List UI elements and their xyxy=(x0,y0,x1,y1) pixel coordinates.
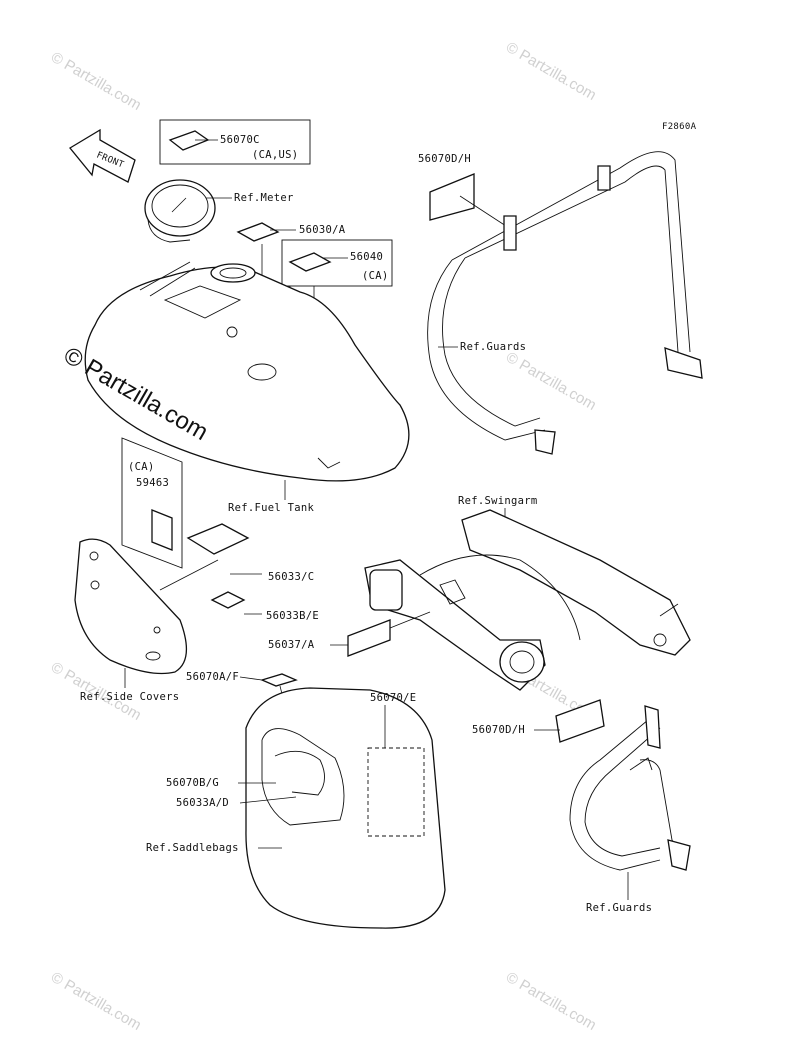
watermark-mid-right: © Partzilla.com xyxy=(503,349,599,414)
label-56033ad: 56033A/D xyxy=(176,797,229,809)
fuel-tank: Ref.Fuel Tank xyxy=(84,261,410,514)
watermark-bottom-right: © Partzilla.com xyxy=(503,969,599,1034)
label-56070dh-top: 56070D/H xyxy=(418,153,471,165)
label-ref-side-covers: Ref.Side Covers xyxy=(80,691,179,703)
label-ref-saddlebags: Ref.Saddlebags xyxy=(146,842,239,854)
label-ca-2: (CA) xyxy=(128,461,155,473)
label-ca-us: (CA,US) xyxy=(252,149,298,161)
label-56033c: 56033/C xyxy=(268,571,314,583)
label-56033be: 56033B/E xyxy=(266,610,319,622)
label-56070dh-bottom: 56070D/H xyxy=(472,724,525,736)
side-cover: Ref.Side Covers xyxy=(74,538,187,703)
label-ref-fuel-tank: Ref.Fuel Tank xyxy=(228,502,314,514)
label-56070af: 56070A/F xyxy=(186,671,239,683)
guard-bottom: 56070D/H Ref.Guards xyxy=(472,699,691,914)
label-ca-1: (CA) xyxy=(362,270,389,282)
saddlebag: 56070A/F 56070/E 56070B/G 56033A/D Ref.S… xyxy=(146,671,446,929)
figure-code: F2860A xyxy=(662,122,697,132)
watermark-top-left: © Partzilla.com xyxy=(48,49,144,114)
tank-decals: 56030/A 56040 (CA) xyxy=(236,222,393,312)
label-ref-guards-top: Ref.Guards xyxy=(460,341,526,353)
label-ref-meter: Ref.Meter xyxy=(234,192,294,204)
label-56040: 56040 xyxy=(350,251,383,263)
watermark-top-right: © Partzilla.com xyxy=(503,39,599,104)
swingarm: Ref.Swingarm 56037/A xyxy=(268,495,691,691)
meter: 56070C (CA,US) Ref.Meter xyxy=(144,119,311,243)
label-59463: 59463 xyxy=(136,477,169,489)
side-cover-decals: (CA) 59463 56033/C 56033B/E xyxy=(121,437,319,622)
label-ref-guards-bottom: Ref.Guards xyxy=(586,902,652,914)
watermark-bottom-left: © Partzilla.com xyxy=(48,969,144,1034)
label-56070bg: 56070B/G xyxy=(166,777,219,789)
guard-top: 56070D/H Ref.Guards xyxy=(418,151,703,455)
label-56070c: 56070C xyxy=(220,134,260,146)
front-arrow: FRONT xyxy=(69,128,136,183)
label-ref-swingarm: Ref.Swingarm xyxy=(458,495,537,507)
label-56070e: 56070/E xyxy=(370,692,416,704)
label-56037a: 56037/A xyxy=(268,639,315,651)
label-56030a: 56030/A xyxy=(299,224,346,236)
